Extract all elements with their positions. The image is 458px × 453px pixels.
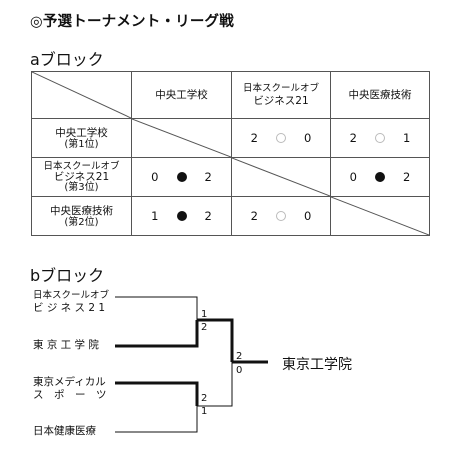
col-header-nihon-school: 日本スクールオブ ビジネス21 [231,71,331,119]
row-team-name: 中央医療技術 [50,204,113,217]
col-header-label: 中央医療技術 [348,89,412,101]
score-right: 0 [304,131,312,145]
score-left: 2 [250,131,258,145]
team-label-nihon-school: 日本スクールオブ [33,290,110,301]
bracket-line-team2 [115,320,199,348]
bracket-line-match1-winner [197,318,234,362]
bracket-line-team4 [115,406,198,433]
self-cell [131,118,232,158]
score-left: 2 [349,131,357,145]
score-right: 1 [403,131,411,145]
league-table: 中央工学校 日本スクールオブ ビジネス21 中央医療技術 中央工学校 (第1位)… [31,71,430,236]
score-final-top: 2 [236,351,243,362]
score-left: 1 [151,209,159,223]
win-mark-icon [176,172,187,182]
row-team-rank: (第2位) [64,216,99,228]
score-m2-bottom: 1 [201,406,208,417]
result-cell: 2 1 [330,118,430,158]
team-label-tokyo-medical-2: ス ポ ー ツ [33,389,107,401]
team-label-tokyo-medical: 東京メディカル [33,376,106,388]
self-cell [330,196,430,236]
corner-cell [31,71,132,119]
draw-mark-icon [276,133,286,143]
league-header-row: 中央工学校 日本スクールオブ ビジネス21 中央医療技術 [31,71,430,119]
score-right: 2 [204,209,212,223]
result-cell: 0 2 [131,157,232,197]
col-header-label: 中央工学校 [155,89,208,101]
score-m1-top: 1 [201,309,208,320]
table-row: 日本スクールオブ ビジネス21 (第3位) 0 2 0 2 [31,157,430,197]
row-header-nihon-school: 日本スクールオブ ビジネス21 (第3位) [31,157,132,197]
row-team-rank: (第3位) [64,181,99,193]
row-team-name: 日本スクールオブ [43,160,120,172]
result-cell: 2 0 [231,196,331,236]
row-team-name: 中央工学校 [55,126,108,139]
score-left: 0 [349,170,357,184]
diagonal-line [132,119,231,157]
col-header-chuo-kogakko: 中央工学校 [131,71,232,119]
self-cell [231,157,331,197]
winner-label: 東京工学院 [282,357,352,373]
score-right: 0 [304,209,312,223]
col-header-label: 日本スクールオブ [242,83,319,94]
score-final-bottom: 0 [236,365,243,376]
win-mark-icon [176,211,187,221]
result-cell: 1 2 [131,196,232,236]
score-left: 2 [250,209,258,223]
b-block-title: bブロック [30,266,105,285]
team-label-nihon-school-2: ビ ジ ネ ス 2 1 [33,302,106,314]
draw-mark-icon [375,133,385,143]
table-row: 中央医療技術 (第2位) 1 2 2 0 [31,196,430,236]
page-title: ◎予選トーナメント・リーグ戦 [30,14,234,30]
col-header-label-2: ビジネス21 [253,95,309,107]
diagonal-line [32,72,131,118]
diagonal-line [232,158,330,196]
bracket-line-team1 [115,296,198,320]
score-right: 2 [204,170,212,184]
bracket-line-team3 [115,381,199,406]
score-m2-top: 2 [201,393,208,404]
table-row: 中央工学校 (第1位) 2 0 2 1 [31,118,430,158]
score-left: 0 [151,170,159,184]
result-cell: 0 2 [330,157,430,197]
team-label-tokyo-kogakuin: 東 京 工 学 院 [33,339,99,351]
win-mark-icon [375,172,385,182]
row-team-rank: (第1位) [64,138,99,150]
draw-mark-icon [276,211,286,221]
row-team-name-2: ビジネス21 [53,170,110,183]
a-block-title: aブロック [30,50,104,69]
row-header-chuo-kogakko: 中央工学校 (第1位) [31,118,132,158]
row-header-chuo-iryo: 中央医療技術 (第2位) [31,196,132,236]
score-m1-bottom: 2 [201,322,208,333]
team-label-nihon-kenko: 日本健康医療 [33,425,96,437]
bracket-line-match2-winner [197,362,233,407]
diagonal-line [331,197,429,235]
score-right: 2 [403,170,411,184]
